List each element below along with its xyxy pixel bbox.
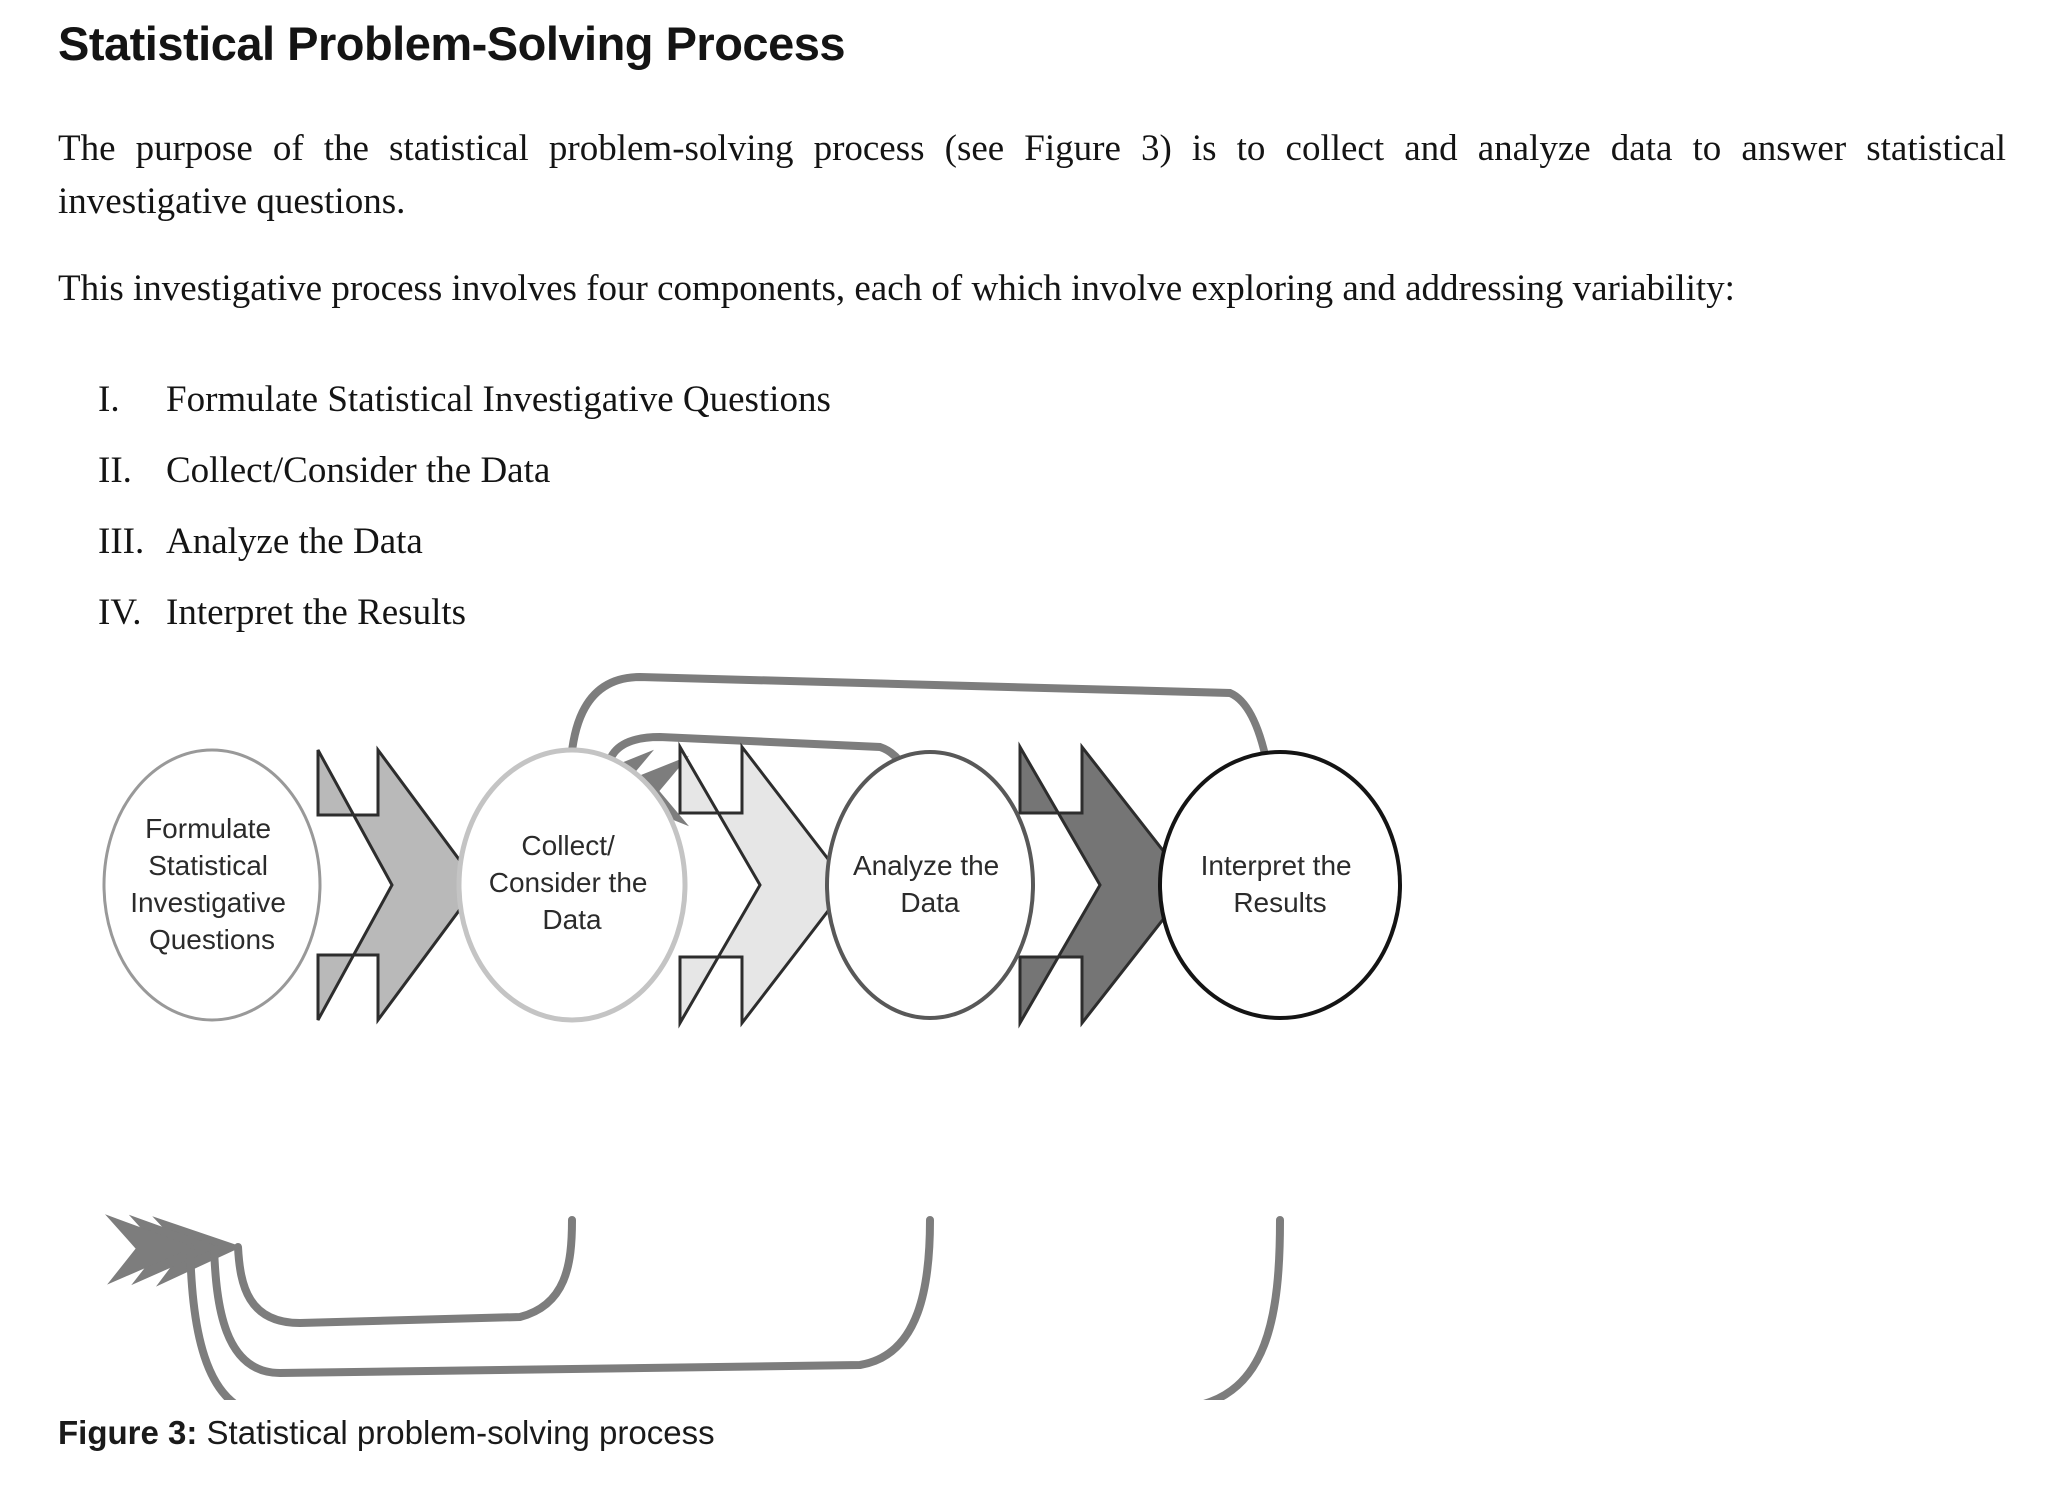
arrow-formulate-to-collect	[316, 745, 480, 1025]
node-collect: Collect/ Consider the Data	[456, 747, 688, 1023]
node-formulate-line: Formulate	[145, 813, 271, 844]
list-item-label: Interpret the Results	[166, 592, 467, 633]
loop-collect-to-formulate	[152, 1216, 576, 1328]
intro-paragraph: The purpose of the statistical problem-s…	[58, 128, 2006, 222]
components-list: I. Formulate Statistical Investigative Q…	[98, 378, 1498, 662]
svg-text:Analyze the Data: Analyze the Data	[853, 850, 1007, 918]
node-analyze: Analyze the Data	[825, 750, 1035, 1020]
list-item: IV. Interpret the Results	[98, 591, 1498, 662]
node-formulate-line: Statistical	[148, 850, 268, 881]
loop-interpret-to-formulate	[104, 1214, 1284, 1400]
node-collect-line: Collect/	[521, 830, 615, 861]
node-analyze-line: Analyze the	[853, 850, 999, 881]
svg-text:Collect/ Consider: Collect/ Consider the Data	[489, 830, 656, 935]
loop-analyze-to-formulate	[128, 1214, 934, 1378]
node-interpret-line: Interpret the	[1201, 850, 1352, 881]
list-item: III. Analyze the Data	[98, 520, 1498, 591]
feedback-loops	[104, 672, 1285, 1400]
node-interpret: Interpret the Results	[1158, 750, 1402, 1020]
list-item-label: Analyze the Data	[166, 521, 423, 562]
svg-text:Interpret the Resu: Interpret the Results	[1201, 850, 1360, 918]
list-item: II. Collect/Consider the Data	[98, 449, 1498, 520]
arrow-collect-to-analyze	[678, 741, 850, 1029]
node-collect-line: Consider the	[489, 867, 648, 898]
node-formulate-line: Questions	[149, 924, 275, 955]
list-item-numeral: IV.	[98, 592, 142, 633]
list-item-numeral: III.	[98, 521, 145, 562]
node-formulate-line: Investigative	[130, 887, 286, 918]
list-item-numeral: II.	[98, 450, 132, 491]
arrow-analyze-to-interpret	[1018, 741, 1192, 1029]
node-interpret-line: Results	[1233, 887, 1326, 918]
svg-text:Formulate Statisti: Formulate Statistical Investigative Ques…	[130, 813, 293, 955]
components-paragraph: This investigative process involves four…	[58, 268, 1735, 309]
process-diagram: Formulate Statistical Investigative Ques…	[0, 655, 2052, 1400]
process-arrows	[316, 741, 1192, 1029]
node-formulate: Formulate Statistical Investigative Ques…	[102, 748, 322, 1022]
list-item-label: Formulate Statistical Investigative Ques…	[166, 379, 831, 420]
figure-caption-text: Statistical problem-solving process	[206, 1414, 715, 1451]
page-title: Statistical Problem-Solving Process	[58, 17, 846, 70]
list-item: I. Formulate Statistical Investigative Q…	[98, 378, 1498, 449]
process-nodes: Formulate Statistical Investigative Ques…	[102, 747, 1402, 1023]
node-analyze-line: Data	[900, 887, 960, 918]
figure-caption-label: Figure 3:	[58, 1414, 198, 1451]
list-item-label: Collect/Consider the Data	[166, 450, 551, 491]
figure-caption: Figure 3: Statistical problem-solving pr…	[58, 1414, 715, 1452]
list-item-numeral: I.	[98, 379, 120, 420]
node-collect-line: Data	[542, 904, 602, 935]
